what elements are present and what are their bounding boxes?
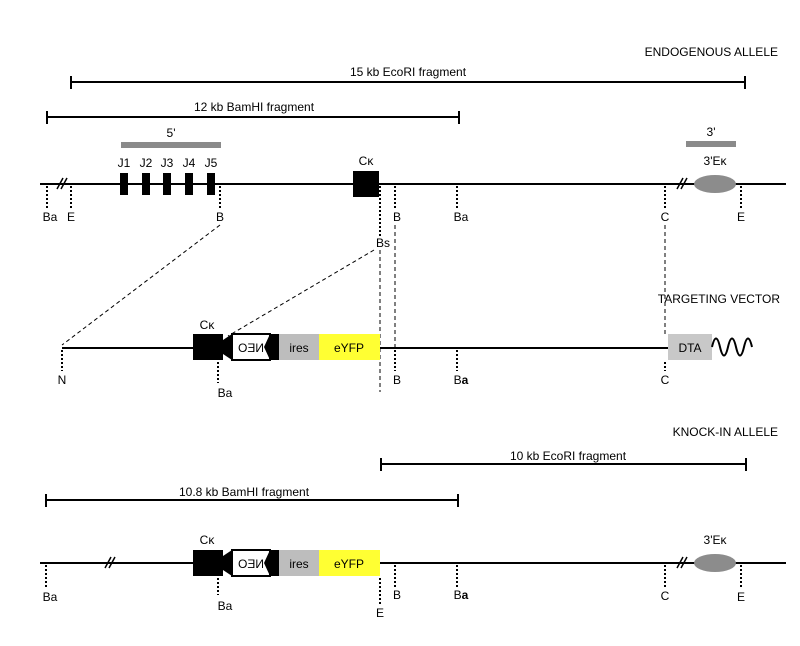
break-mark bbox=[104, 556, 116, 569]
eyfp-box bbox=[319, 550, 380, 576]
ires-box bbox=[279, 334, 319, 360]
eyfp-box bbox=[319, 334, 380, 360]
three-prime-probe bbox=[686, 141, 736, 147]
site-ba-label: Ba bbox=[43, 590, 58, 604]
enhancer-3ek bbox=[694, 554, 736, 572]
j1-label: J1 bbox=[118, 156, 131, 170]
ires-box bbox=[279, 550, 319, 576]
site-ba-label: Ba bbox=[454, 588, 469, 602]
site-e-label: E bbox=[376, 606, 384, 620]
ecori-10kb-label: 10 kb EcoRI fragment bbox=[510, 449, 627, 463]
site-b-label: B bbox=[393, 373, 401, 387]
site-ba-label: Ba bbox=[454, 373, 469, 387]
j4-exon bbox=[185, 173, 193, 195]
five-prime-probe-label: 5' bbox=[167, 126, 176, 140]
site-bs-label: Bs bbox=[376, 236, 390, 250]
break-mark bbox=[676, 177, 688, 190]
homology-arm-line bbox=[61, 224, 221, 346]
ck-label: Cκ bbox=[200, 533, 216, 547]
site-c-label: C bbox=[661, 210, 670, 224]
bamhi-10-8kb-label: 10.8 kb BamHI fragment bbox=[179, 485, 310, 499]
site-n-label: N bbox=[58, 373, 67, 387]
j3-label: J3 bbox=[161, 156, 174, 170]
enhancer-3ek-label: 3'Eκ bbox=[704, 533, 728, 547]
ck-exon bbox=[193, 550, 223, 576]
site-e-label: E bbox=[737, 590, 745, 604]
ck-exon bbox=[353, 171, 379, 197]
site-ba-label: Ba bbox=[454, 210, 469, 224]
site-ba-label: Ba bbox=[218, 599, 233, 613]
dta-label: DTA bbox=[678, 341, 701, 355]
site-e-label: E bbox=[67, 210, 75, 224]
neo-left-arrowhead bbox=[223, 334, 232, 360]
site-e-label: E bbox=[737, 210, 745, 224]
bamhi-10-8kb-bracket bbox=[45, 494, 459, 507]
dta-box bbox=[668, 334, 712, 360]
ck-label: Cκ bbox=[359, 154, 375, 168]
j4-label: J4 bbox=[183, 156, 196, 170]
ecori-15kb-bracket bbox=[70, 76, 746, 89]
homology-arm-line bbox=[227, 249, 375, 337]
ck-label: Cκ bbox=[200, 318, 216, 332]
ecori-10kb-bracket bbox=[380, 458, 747, 471]
site-c-label: C bbox=[661, 373, 670, 387]
endogenous-allele-title: ENDOGENOUS ALLELE bbox=[645, 45, 778, 59]
j1-exon bbox=[120, 173, 128, 195]
three-prime-probe-label: 3' bbox=[707, 125, 716, 139]
j3-exon bbox=[163, 173, 171, 195]
j5-exon bbox=[207, 173, 215, 195]
bamhi-12kb-label: 12 kb BamHI fragment bbox=[194, 100, 315, 114]
bamhi-12kb-bracket bbox=[46, 111, 460, 124]
site-c-label: C bbox=[661, 589, 670, 603]
ecori-15kb-label: 15 kb EcoRI fragment bbox=[350, 65, 467, 79]
j5-label: J5 bbox=[205, 156, 218, 170]
enhancer-3ek bbox=[694, 175, 736, 193]
site-ba-label: Ba bbox=[218, 386, 233, 400]
ck-exon bbox=[193, 334, 223, 360]
eyfp-label: eYFP bbox=[334, 557, 364, 571]
neo-left-arrowhead bbox=[223, 550, 232, 576]
neo-right-arrowhead bbox=[264, 550, 279, 576]
ires-label: ires bbox=[289, 557, 308, 571]
j-segments bbox=[120, 173, 215, 195]
j2-exon bbox=[142, 173, 150, 195]
break-mark bbox=[676, 556, 688, 569]
site-b-label: B bbox=[393, 588, 401, 602]
site-ba-label: Ba bbox=[43, 210, 58, 224]
site-b-label: B bbox=[216, 210, 224, 224]
enhancer-3ek-label: 3'Eκ bbox=[704, 154, 728, 168]
break-mark bbox=[56, 177, 68, 190]
site-b-label: B bbox=[393, 210, 401, 224]
knockin-allele-title: KNOCK-IN ALLELE bbox=[673, 425, 778, 439]
ires-label: ires bbox=[289, 341, 308, 355]
neo-label: NEO bbox=[238, 557, 264, 571]
neo-label: NEO bbox=[238, 341, 264, 355]
eyfp-label: eYFP bbox=[334, 341, 364, 355]
neo-cassette bbox=[231, 333, 271, 361]
neo-right-arrowhead bbox=[264, 334, 279, 360]
j2-label: J2 bbox=[140, 156, 153, 170]
five-prime-probe bbox=[121, 142, 221, 148]
targeting-vector-title: TARGETING VECTOR bbox=[658, 292, 781, 306]
plasmid-backbone-squiggle bbox=[711, 337, 753, 357]
neo-cassette bbox=[231, 549, 271, 577]
